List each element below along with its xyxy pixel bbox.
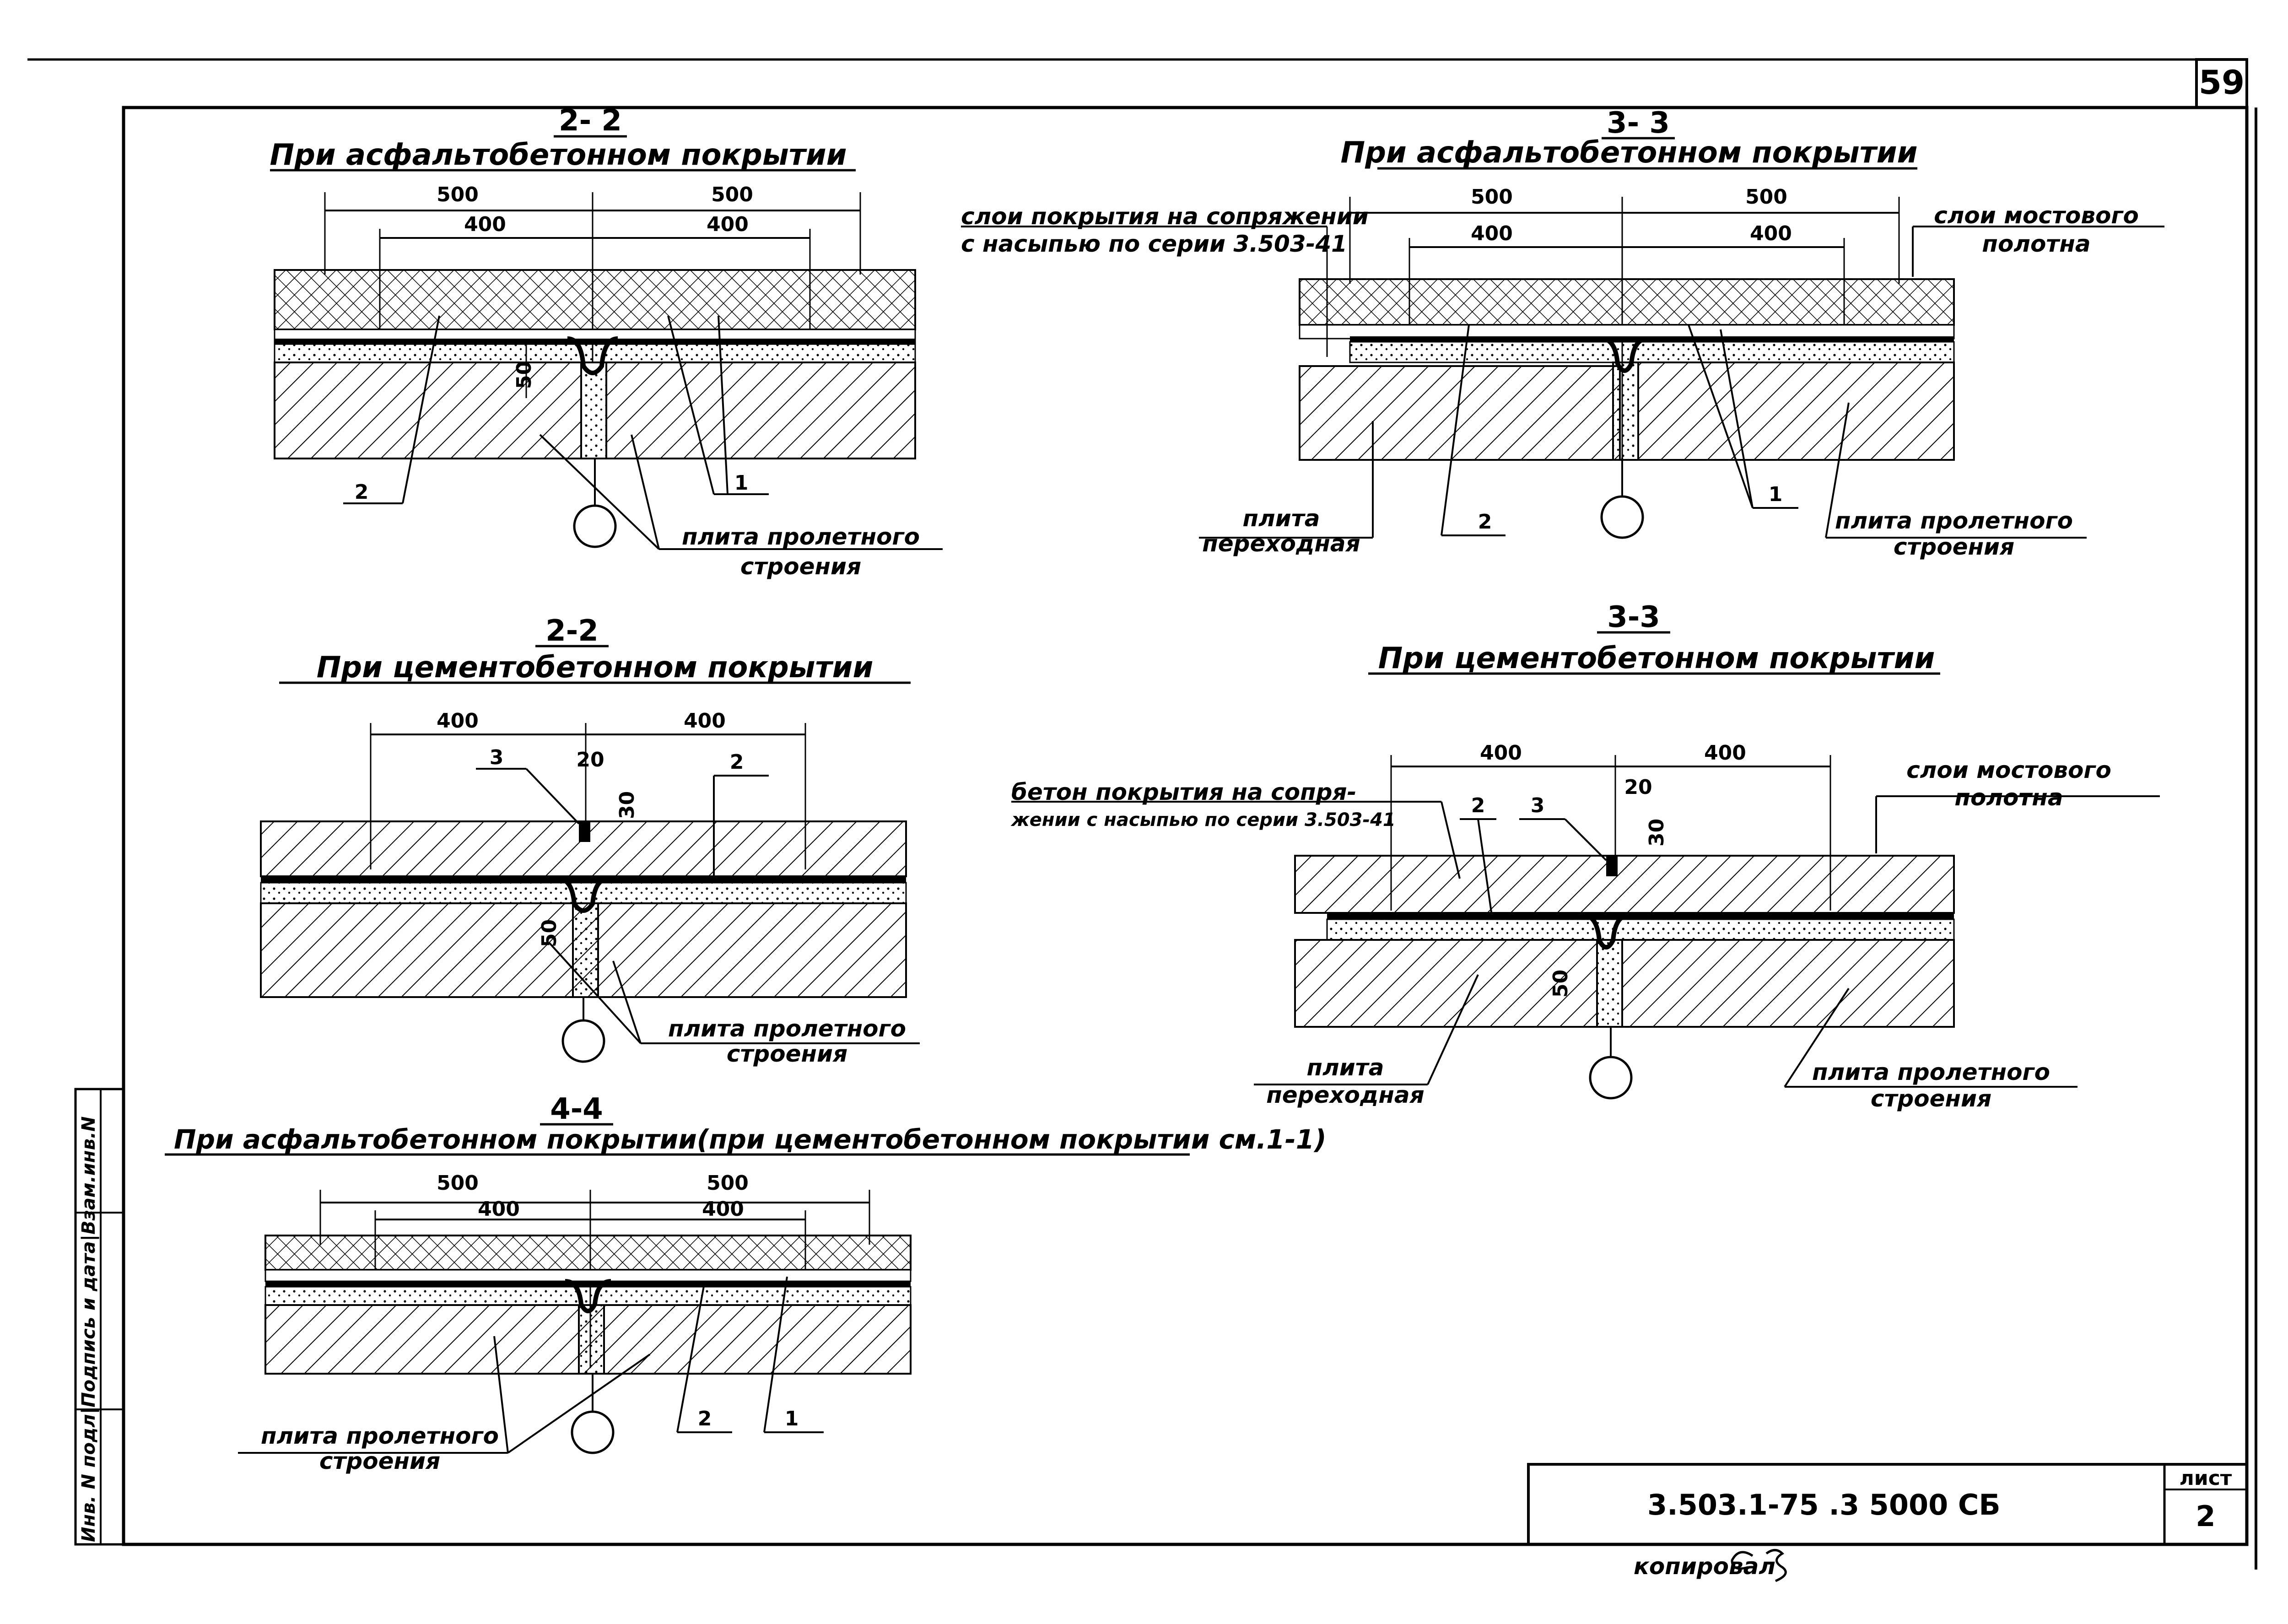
section-title: При асфальтобетонном покрытии(при цемент… — [174, 1124, 1327, 1155]
svg-text:400: 400 — [1480, 741, 1522, 765]
detail-2-2-asphalt: 2- 2 При асфальтобетонном покрытии 500 5… — [270, 104, 943, 580]
marker-1: 1 — [1769, 483, 1783, 506]
copied-by-label: копировал — [1634, 1553, 1775, 1580]
label-slab-1: плита пролетного — [682, 523, 920, 550]
label-concrete-1: бетон покрытия на сопря- — [1011, 779, 1356, 805]
svg-text:400: 400 — [707, 213, 749, 236]
label-slab-2: строения — [727, 1041, 847, 1067]
svg-text:400: 400 — [1750, 222, 1792, 245]
section-label: 3- 3 — [1607, 106, 1670, 140]
label-slab-2: строения — [319, 1448, 440, 1474]
marker-3: 3 — [1531, 794, 1545, 817]
label-layers-left-1: слои покрытия на сопряжении — [961, 203, 1369, 230]
svg-text:500: 500 — [1745, 185, 1787, 209]
side-stamp-text: Инв. N подл|Подпись и дата|Взам.инв.N — [78, 1117, 100, 1542]
title-block — [1527, 1463, 2248, 1546]
svg-text:500: 500 — [707, 1171, 749, 1195]
section-label: 2- 2 — [559, 104, 622, 138]
detail-2-2-cement: 2-2 При цементобетонном покрытии 400 400… — [260, 614, 920, 1067]
svg-text:400: 400 — [1704, 741, 1746, 765]
svg-text:500: 500 — [437, 1171, 479, 1195]
label-transition-2: переходная — [1266, 1082, 1425, 1108]
svg-text:400: 400 — [478, 1198, 520, 1221]
label-layers-right-2: полотна — [1982, 231, 2090, 257]
label-layers-right-2: полотна — [1954, 784, 2063, 811]
svg-text:500: 500 — [711, 183, 753, 206]
section-title: При асфальтобетонном покрытии — [270, 138, 847, 172]
svg-text:400: 400 — [464, 213, 506, 236]
label-slab-1: плита пролетного — [1812, 1059, 2050, 1085]
marker-2: 2 — [1471, 794, 1485, 817]
copier-signature — [1731, 1549, 1787, 1582]
svg-text:50: 50 — [513, 361, 536, 389]
marker-3: 3 — [490, 746, 504, 769]
label-layers-right-1: слои мостового — [1906, 757, 2111, 783]
section-label: 3-3 — [1607, 600, 1660, 634]
svg-text:400: 400 — [1471, 222, 1513, 245]
label-slab-1: плита пролетного — [1835, 507, 2073, 534]
label-transition-2: переходная — [1202, 530, 1360, 557]
label-layers-left-2: с насыпью по серии 3.503-41 — [961, 231, 1347, 257]
label-slab-2: строения — [740, 553, 861, 580]
svg-text:400: 400 — [702, 1198, 744, 1221]
marker-1: 1 — [785, 1407, 799, 1430]
svg-text:20: 20 — [576, 748, 604, 772]
label-concrete-2: жении с насыпью по серии 3.503-41 — [1010, 809, 1396, 831]
svg-text:500: 500 — [1471, 185, 1513, 209]
marker-1: 1 — [734, 471, 749, 495]
section-title: При цементобетонном покрытии — [1378, 642, 1935, 675]
sheet-number: 2 — [2196, 1500, 2215, 1533]
svg-text:20: 20 — [1624, 776, 1652, 799]
drawing-frame — [27, 58, 2257, 1570]
svg-text:400: 400 — [437, 709, 479, 733]
marker-2: 2 — [1478, 510, 1492, 534]
document-code: 3.503.1-75 .3 5000 СБ — [1647, 1488, 2001, 1521]
section-title: При цементобетонном покрытии — [317, 651, 874, 685]
label-slab-1: плита пролетного — [261, 1423, 499, 1449]
section-label: 4-4 — [550, 1092, 603, 1126]
page-number: 59 — [2199, 63, 2245, 102]
label-slab-2: строения — [1894, 534, 2014, 560]
marker-2: 2 — [355, 480, 369, 504]
side-stamp: Инв. N подл|Подпись и дата|Взам.инв.N — [74, 1088, 125, 1546]
sheet-label: лист — [2180, 1467, 2232, 1490]
label-transition-1: плита — [1307, 1054, 1384, 1081]
svg-text:400: 400 — [684, 709, 726, 733]
marker-2: 2 — [698, 1407, 712, 1430]
label-slab-2: строения — [1871, 1085, 1991, 1112]
label-slab-1: плита пролетного — [668, 1015, 906, 1042]
svg-text:30: 30 — [615, 791, 639, 819]
detail-3-3-asphalt: 3- 3 При асфальтобетонном покрытии 500 5… — [961, 106, 2164, 560]
detail-3-3-cement: 3-3 При цементобетонном покрытии 400 400… — [1010, 600, 2160, 1112]
section-title: При асфальтобетонном покрытии — [1341, 136, 1918, 170]
label-layers-right-1: слои мостового — [1934, 202, 2139, 229]
marker-2: 2 — [730, 750, 744, 774]
svg-text:30: 30 — [1645, 819, 1668, 847]
detail-4-4: 4-4 При асфальтобетонном покрытии(при це… — [165, 1092, 1327, 1474]
section-label: 2-2 — [545, 614, 599, 648]
label-transition-1: плита — [1243, 505, 1320, 532]
svg-text:500: 500 — [437, 183, 479, 206]
